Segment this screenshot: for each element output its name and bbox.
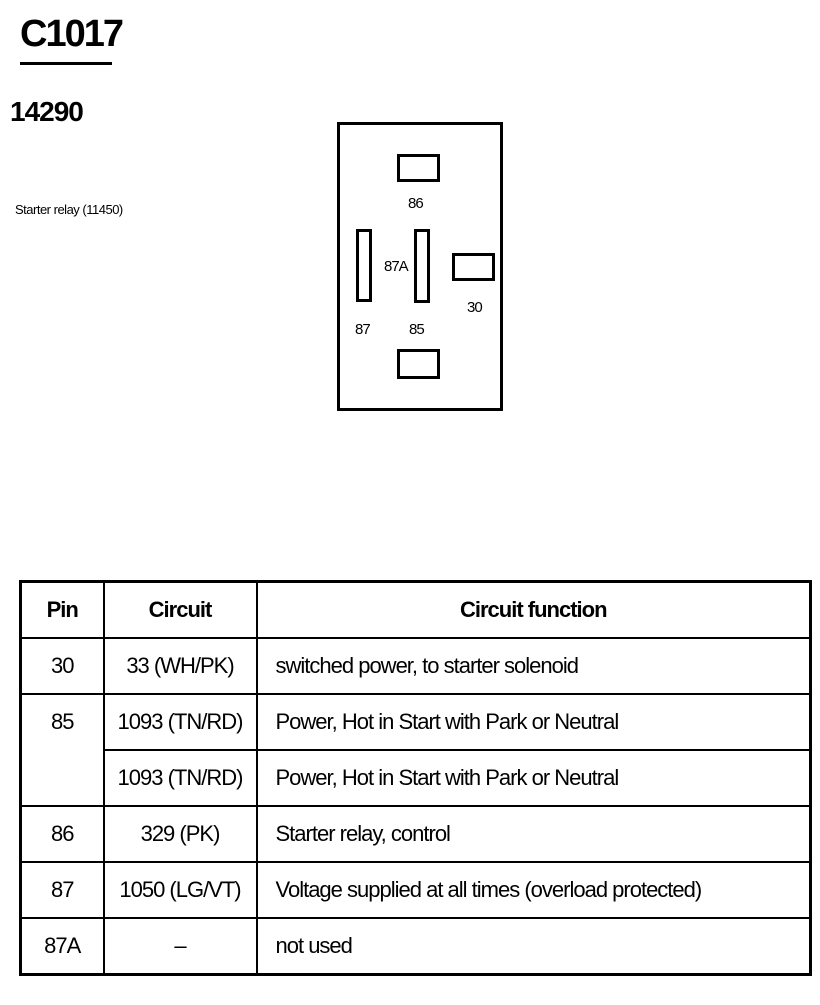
cell-circuit: 1093 (TN/RD) xyxy=(102,749,258,807)
pin-label-85: 85 xyxy=(409,321,425,338)
terminal-86 xyxy=(397,154,440,182)
table-row: 87A – not used xyxy=(19,917,812,976)
table-row: 86 329 (PK) Starter relay, control xyxy=(19,805,812,863)
cell-circuit: 329 (PK) xyxy=(102,805,258,863)
cell-circuit: – xyxy=(102,917,258,976)
pinout-table: Pin Circuit Circuit function 30 33 (WH/P… xyxy=(19,580,812,976)
pin-label-87a: 87A xyxy=(384,258,409,275)
table-row: 85 1093 (TN/RD) Power, Hot in Start with… xyxy=(19,693,812,807)
table-header-row: Pin Circuit Circuit function xyxy=(19,580,812,639)
table-row: 1093 (TN/RD) Power, Hot in Start with Pa… xyxy=(21,749,812,807)
table-row: 30 33 (WH/PK) switched power, to starter… xyxy=(19,637,812,695)
terminal-87 xyxy=(356,229,372,302)
header-circuit: Circuit xyxy=(102,580,258,639)
cell-circuit: 1093 (TN/RD) xyxy=(102,693,258,751)
cell-function: switched power, to starter solenoid xyxy=(255,637,812,695)
part-number: 14290 xyxy=(10,96,84,127)
connector-description: Starter relay (11450) xyxy=(15,202,123,217)
terminal-85 xyxy=(414,229,430,303)
cell-function: Power, Hot in Start with Park or Neutral xyxy=(255,693,812,751)
cell-circuit: 33 (WH/PK) xyxy=(102,637,258,695)
cell-pin: 86 xyxy=(19,805,105,863)
cell-function: not used xyxy=(255,917,812,976)
title-underline xyxy=(20,62,112,65)
cell-function: Starter relay, control xyxy=(255,805,812,863)
relay-connector-diagram: 86 87 87A 85 30 xyxy=(337,122,503,411)
header-circuit-function: Circuit function xyxy=(255,580,812,639)
cell-function: Voltage supplied at all times (overload … xyxy=(255,861,812,919)
cell-circuit: 1050 (LG/VT) xyxy=(102,861,258,919)
cell-pin: 87A xyxy=(19,917,105,976)
header-pin: Pin xyxy=(19,580,105,639)
pin-label-30: 30 xyxy=(467,299,483,316)
terminal-bottom xyxy=(397,349,440,379)
cell-function: Power, Hot in Start with Park or Neutral xyxy=(255,749,812,807)
terminal-30 xyxy=(452,253,495,281)
table-row: 87 1050 (LG/VT) Voltage supplied at all … xyxy=(19,861,812,919)
pin-label-87: 87 xyxy=(355,321,371,338)
cell-pin: 30 xyxy=(19,637,105,695)
cell-pin: 87 xyxy=(19,861,105,919)
connector-id: C1017 xyxy=(20,13,124,55)
cell-pin: 85 xyxy=(19,693,105,807)
pin-label-86: 86 xyxy=(408,195,424,212)
